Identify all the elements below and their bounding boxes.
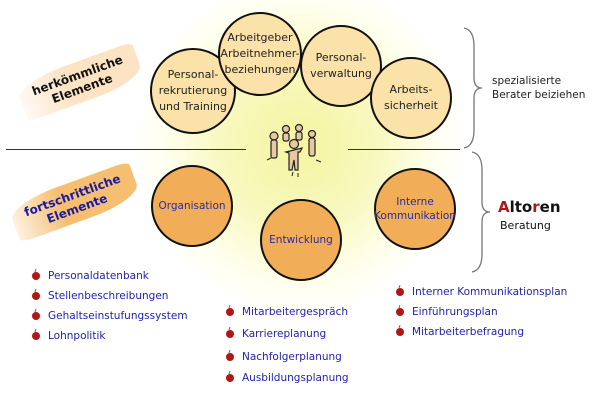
- circle-organisation: Organisation: [151, 165, 233, 247]
- apple-icon: [32, 272, 40, 280]
- apple-icon: [32, 292, 40, 300]
- list-item: Personaldatenbank: [32, 266, 188, 286]
- list-communication: Interner Kommunikationsplan Einführungsp…: [396, 282, 567, 342]
- apple-icon: [396, 288, 404, 296]
- list-item: Nachfolgerplanung: [226, 346, 349, 368]
- apple-icon: [32, 312, 40, 320]
- circle-development: Entwicklung: [260, 199, 342, 281]
- list-item: Mitarbeitergespräch: [226, 302, 349, 322]
- list-organisation: Personaldatenbank Stellenbeschreibungen …: [32, 266, 188, 346]
- list-item: Lohnpolitik: [32, 326, 188, 346]
- divider-right: [348, 149, 460, 150]
- apple-icon: [226, 374, 234, 382]
- apple-icon: [396, 328, 404, 336]
- list-item: Mitarbeiterbefragung: [396, 322, 567, 342]
- apple-icon: [396, 308, 404, 316]
- apple-icon: [226, 308, 234, 316]
- label-traditional: herkömmliche Elemente: [14, 42, 145, 122]
- list-item: Stellenbeschreibungen: [32, 286, 188, 306]
- list-item: Karriereplanung: [226, 322, 349, 346]
- apple-icon: [226, 353, 234, 361]
- apple-icon: [32, 332, 40, 340]
- list-development: Mitarbeitergespräch Karriereplanung Nach…: [226, 302, 349, 388]
- brace-top: [463, 27, 483, 149]
- list-item: Gehaltseinstufungssystem: [32, 306, 188, 326]
- circle-safety: Arbeits-sicherheit: [370, 57, 452, 139]
- circle-administration: Personal-verwaltung: [300, 25, 382, 107]
- list-item: Einführungsplan: [396, 302, 567, 322]
- apple-icon: [226, 330, 234, 338]
- divider-left: [6, 149, 246, 150]
- specialists-label: spezialisierte Berater beiziehen: [492, 75, 586, 101]
- list-item: Ausbildungsplanung: [226, 368, 349, 388]
- brace-bottom: [471, 151, 491, 273]
- list-item: Interner Kommunikationsplan: [396, 282, 567, 302]
- label-progressive: fortschrittliche Elemente: [7, 161, 143, 243]
- brand-logo: Altoren: [498, 198, 561, 216]
- people-group-icon: [266, 123, 322, 177]
- brand-subtitle: Beratung: [500, 219, 551, 232]
